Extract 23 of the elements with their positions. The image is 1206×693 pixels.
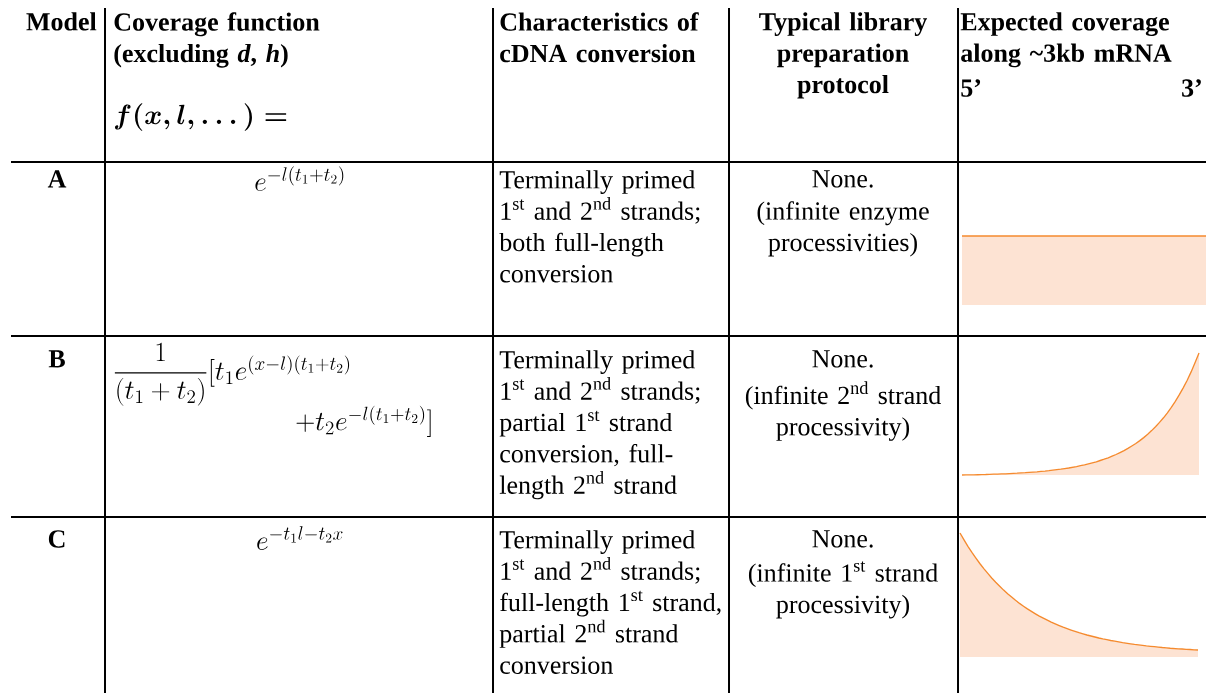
column-heading: Expected coverage along ~3kb mRNA	[960, 12, 1172, 68]
end-label: 5’	[961, 79, 981, 97]
formula: $\begin{array}{@{}l@{}}\dfrac{1}{(t_1+t_2)}[t_1e^{(x-l)(t_1+t_2)}\\ \qquad\qquad\qquad\quad +t_2e^{-l(t_1+t_2)}]\end{array}$	[114, 342, 431, 437]
column-heading: Coverage function (excluding d, h)	[114, 12, 320, 68]
column-heading: Characteristics of cDNA conversion	[500, 12, 699, 63]
protocol-text: None.	[812, 350, 873, 368]
description-text: Terminally primed 1$^{st}$ and 2$^{nd}$ strands; partial 1$^{st}$ strand conversion, full-length 2$^{nd}$ strand	[499, 350, 700, 500]
protocol-text: None.	[812, 170, 873, 188]
formula: $f(x, l, \dots) =$	[115, 103, 287, 131]
description-text: Terminally primed 1$^{st}$ and 2$^{nd}$ strands; both full-length conversion	[499, 170, 700, 283]
formula: $e^{-l(t_1+t_2)}$	[255, 166, 344, 191]
model-letter: B	[48, 350, 65, 368]
description-text: Terminally primed 1$^{st}$ and 2$^{nd}$ strands; full-length 1$^{st}$ strand, partial 2$^{nd}$ strand conversion	[499, 530, 721, 674]
formula: $e^{-t_1l-t_2x}$	[257, 526, 343, 550]
column-heading: Typical library preparation protocol	[759, 12, 927, 99]
column-heading: Model	[26, 12, 97, 31]
model-letter: A	[47, 170, 67, 188]
model-letter: C	[48, 530, 65, 548]
protocol-text: (infinite enzyme processivities)	[757, 201, 929, 257]
end-label: 3’	[1182, 79, 1201, 97]
protocol-text: (infinite 2$^{nd}$ strand processivity)	[745, 381, 941, 441]
protocol-text: None.	[812, 530, 873, 548]
protocol-text: (infinite 1$^{st}$ strand processivity)	[748, 561, 938, 619]
